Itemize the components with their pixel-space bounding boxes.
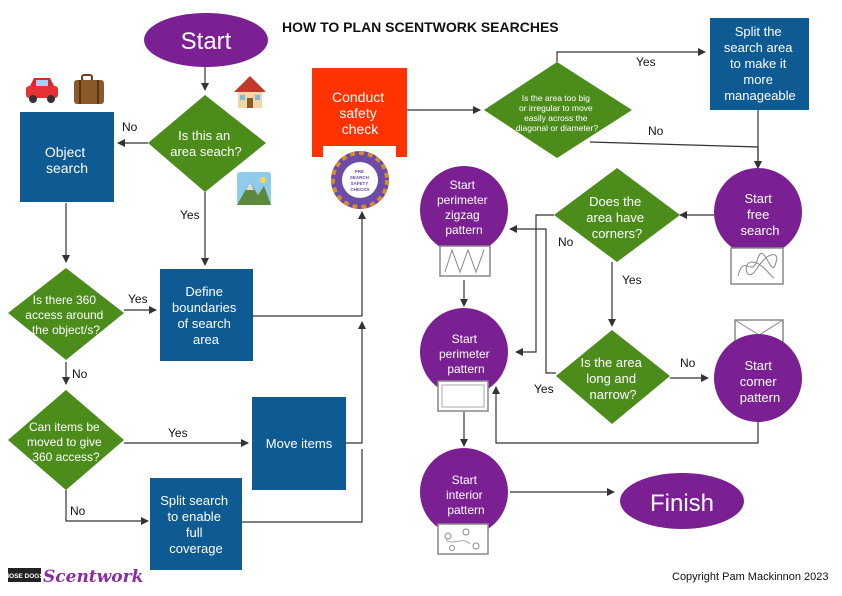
split-area-box xyxy=(710,18,809,110)
corners-label: Does the area have corners? xyxy=(586,194,647,241)
edge-labels: No Yes Yes No Yes No Yes No No Yes No Ye… xyxy=(70,55,696,518)
connectors xyxy=(62,48,762,525)
svg-text:NOSE DOGS: NOSE DOGS xyxy=(4,573,44,580)
corner-pattern-label: Start corner pattern xyxy=(740,358,780,405)
access-360-decision xyxy=(8,268,124,360)
label-no-too-big: No xyxy=(648,124,664,138)
label-yes-area: Yes xyxy=(180,208,200,222)
svg-text:PRE SEARCH SAFETY: PRE SEARCH SAFETY CHECKS xyxy=(350,169,370,192)
zigzag-node xyxy=(420,166,508,254)
copyright: Copyright Pam Mackinnon 2023 xyxy=(672,571,829,583)
scentwork-logo: NOSE DOGS Scentwork xyxy=(4,567,143,587)
move-items-box xyxy=(252,397,346,490)
safety-check-box xyxy=(312,68,407,157)
move-items-label: Move items xyxy=(266,436,333,451)
label-yes-too-big: Yes xyxy=(636,55,656,69)
can-move-decision xyxy=(8,390,124,490)
object-search-label: Object search xyxy=(45,144,89,176)
safety-badge-icon: PRE SEARCH SAFETY CHECKS xyxy=(331,151,389,209)
finish-node xyxy=(620,473,744,529)
object-search-box xyxy=(20,112,114,202)
perimeter-pattern-icon xyxy=(437,380,489,412)
start-label: Start xyxy=(181,28,232,55)
start-node xyxy=(144,13,268,67)
label-yes-narrow: Yes xyxy=(534,382,554,396)
long-narrow-decision xyxy=(556,330,670,424)
corner-pattern-node xyxy=(714,334,802,422)
interior-label: Start interior pattern xyxy=(446,473,486,517)
area-search-label: Is this an area seach? xyxy=(170,128,242,159)
long-narrow-label: Is the area long and narrow? xyxy=(580,355,645,402)
can-move-label: Can items be moved to give 360 access? xyxy=(27,420,105,464)
free-search-label: Start free search xyxy=(740,191,779,238)
zigzag-label: Start perimeter zigzag pattern xyxy=(437,178,491,237)
interior-node xyxy=(420,448,508,536)
split-search-label: Split search to enable full coverage xyxy=(160,493,232,556)
area-search-decision xyxy=(148,95,266,192)
diagram-title: HOW TO PLAN SCENTWORK SEARCHES xyxy=(282,19,559,35)
free-search-pattern-icon xyxy=(730,247,784,285)
label-yes-move: Yes xyxy=(168,426,188,440)
split-search-box xyxy=(150,478,242,570)
perimeter-label: Start perimeter pattern xyxy=(439,332,493,376)
interior-pattern-icon xyxy=(437,523,489,555)
label-no-360: No xyxy=(72,367,88,381)
safety-check-label: Conduct safety check xyxy=(332,89,388,137)
svg-text:Scentwork: Scentwork xyxy=(43,567,143,587)
access-360-label: Is there 360 access around the object/s? xyxy=(25,293,106,337)
define-boundaries-label: Define boundaries of search area xyxy=(172,284,240,347)
too-big-label: Is the area too big or irregular to move… xyxy=(516,93,598,133)
suitcase-icon xyxy=(74,74,104,104)
label-no-object: No xyxy=(122,120,138,134)
landscape-icon xyxy=(237,172,271,205)
car-icon xyxy=(26,78,58,103)
split-area-label: Split the search area to make it more ma… xyxy=(724,24,796,103)
zigzag-pattern-icon xyxy=(439,245,491,277)
too-big-decision xyxy=(484,62,632,158)
label-yes-360: Yes xyxy=(128,292,148,306)
label-no-narrow: No xyxy=(680,356,696,370)
label-no-corners: No xyxy=(558,235,574,249)
perimeter-node xyxy=(420,308,508,396)
free-search-node xyxy=(714,168,802,256)
label-no-move: No xyxy=(70,504,86,518)
label-yes-corners: Yes xyxy=(622,273,642,287)
define-boundaries-box xyxy=(160,269,253,361)
house-icon xyxy=(234,76,266,108)
corners-decision xyxy=(554,168,680,262)
finish-label: Finish xyxy=(650,490,714,517)
